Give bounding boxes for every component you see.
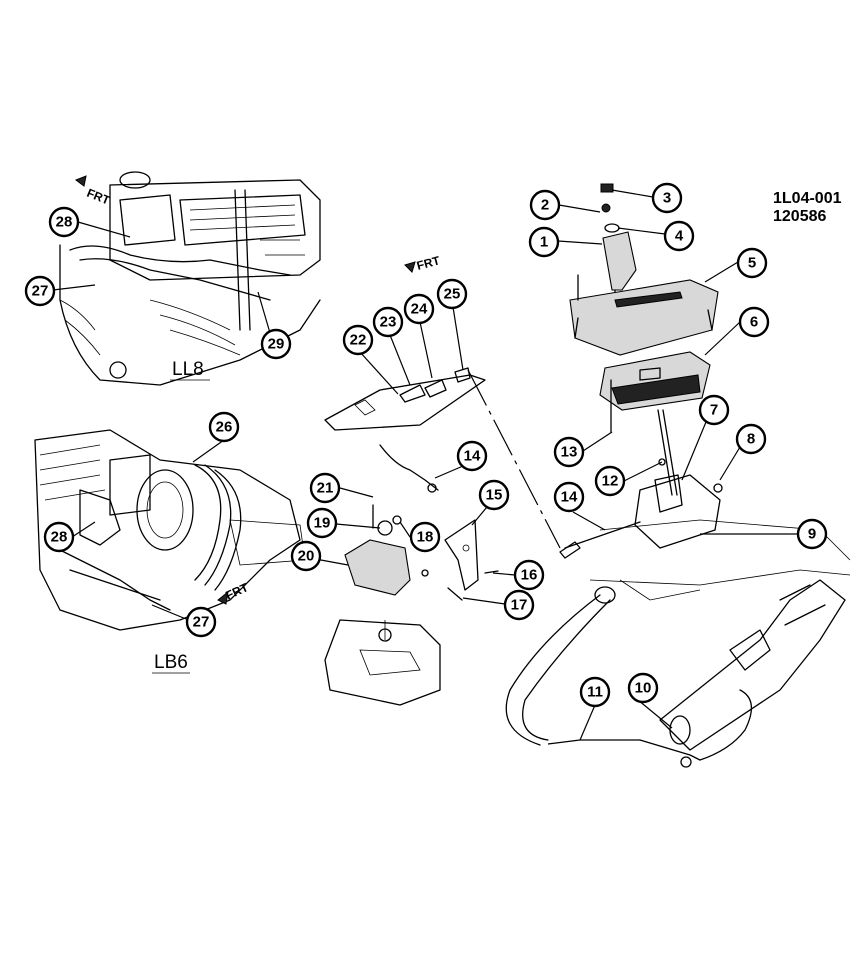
svg-text:20: 20: [298, 548, 315, 565]
svg-text:12: 12: [602, 473, 619, 490]
date-code: 120586: [773, 208, 826, 225]
svg-text:27: 27: [193, 614, 210, 631]
callout-16: 16: [513, 559, 545, 591]
callout-4: 4: [663, 220, 695, 252]
shifter-assembly: [505, 183, 851, 768]
svg-text:9: 9: [808, 526, 816, 543]
svg-text:7: 7: [710, 402, 718, 419]
callout-29: 29: [260, 328, 292, 360]
callout-12: 12: [594, 465, 626, 497]
svg-text:16: 16: [521, 567, 538, 584]
svg-text:8: 8: [747, 431, 755, 448]
selector-linkage-view: FRT: [324, 253, 561, 706]
callout-15: 15: [478, 479, 510, 511]
svg-text:26: 26: [216, 419, 233, 436]
svg-text:1: 1: [540, 234, 548, 251]
callout-7: 7: [698, 394, 730, 426]
callout-9: 9: [796, 518, 828, 550]
svg-text:14: 14: [464, 448, 481, 465]
callout-28-lb6: 28: [43, 521, 75, 553]
svg-text:28: 28: [51, 529, 68, 546]
callout-2: 2: [529, 189, 561, 221]
svg-text:5: 5: [748, 255, 756, 272]
selector-front-marker: FRT: [415, 253, 442, 273]
svg-text:11: 11: [587, 684, 603, 701]
ll8-front-marker: FRT: [85, 186, 112, 208]
svg-text:19: 19: [314, 515, 331, 532]
svg-text:10: 10: [635, 680, 652, 697]
figure-code: 1L04-001: [773, 190, 842, 207]
callout-24: 24: [403, 293, 435, 325]
svg-text:6: 6: [750, 314, 758, 331]
svg-text:15: 15: [486, 487, 503, 504]
leader-lines: [52, 189, 798, 745]
svg-text:2: 2: [541, 197, 549, 214]
console-cover: [569, 279, 719, 356]
callout-25: 25: [436, 278, 468, 310]
callout-21: 21: [309, 472, 341, 504]
callout-8: 8: [735, 423, 767, 455]
ll8-label: LL8: [172, 359, 204, 380]
callout-26: 26: [208, 411, 240, 443]
svg-text:25: 25: [444, 286, 461, 303]
callout-27-ll8: 27: [24, 275, 56, 307]
callout-18: 18: [409, 521, 441, 553]
lb6-label: LB6: [154, 652, 188, 673]
callout-22: 22: [342, 324, 374, 356]
callout-14-lower: 14: [553, 481, 585, 513]
svg-text:22: 22: [350, 332, 367, 349]
callout-1: 1: [528, 226, 560, 258]
callout-27-lb6: 27: [185, 606, 217, 638]
svg-text:24: 24: [411, 301, 428, 318]
svg-text:29: 29: [268, 336, 285, 353]
svg-text:27: 27: [32, 283, 49, 300]
svg-text:4: 4: [675, 228, 684, 245]
svg-text:13: 13: [561, 444, 578, 461]
front-arrow-icon: [74, 175, 87, 187]
svg-text:28: 28: [56, 214, 73, 231]
callout-19: 19: [306, 507, 338, 539]
callout-13: 13: [553, 436, 585, 468]
callout-5: 5: [736, 247, 768, 279]
callout-3: 3: [651, 182, 683, 214]
ll8-engine-view: FRT LL8: [59, 171, 321, 386]
callout-20: 20: [290, 540, 322, 572]
callout-6: 6: [738, 306, 770, 338]
svg-text:3: 3: [663, 190, 671, 207]
callout-14-upper: 14: [456, 440, 488, 472]
callout-28-ll8: 28: [48, 206, 80, 238]
lb6-engine-view: FRT LB6: [34, 429, 306, 674]
shift-knob: [602, 231, 637, 291]
front-arrow-icon: [404, 261, 416, 273]
svg-text:21: 21: [317, 480, 334, 497]
callout-17: 17: [503, 589, 535, 621]
callout-11: 11: [579, 676, 611, 708]
callout-23: 23: [372, 306, 404, 338]
svg-text:18: 18: [417, 529, 434, 546]
front-arrow-icon: [217, 590, 229, 605]
svg-text:17: 17: [511, 597, 528, 614]
callout-10: 10: [627, 672, 659, 704]
svg-text:14: 14: [561, 489, 578, 506]
svg-text:23: 23: [380, 314, 397, 331]
